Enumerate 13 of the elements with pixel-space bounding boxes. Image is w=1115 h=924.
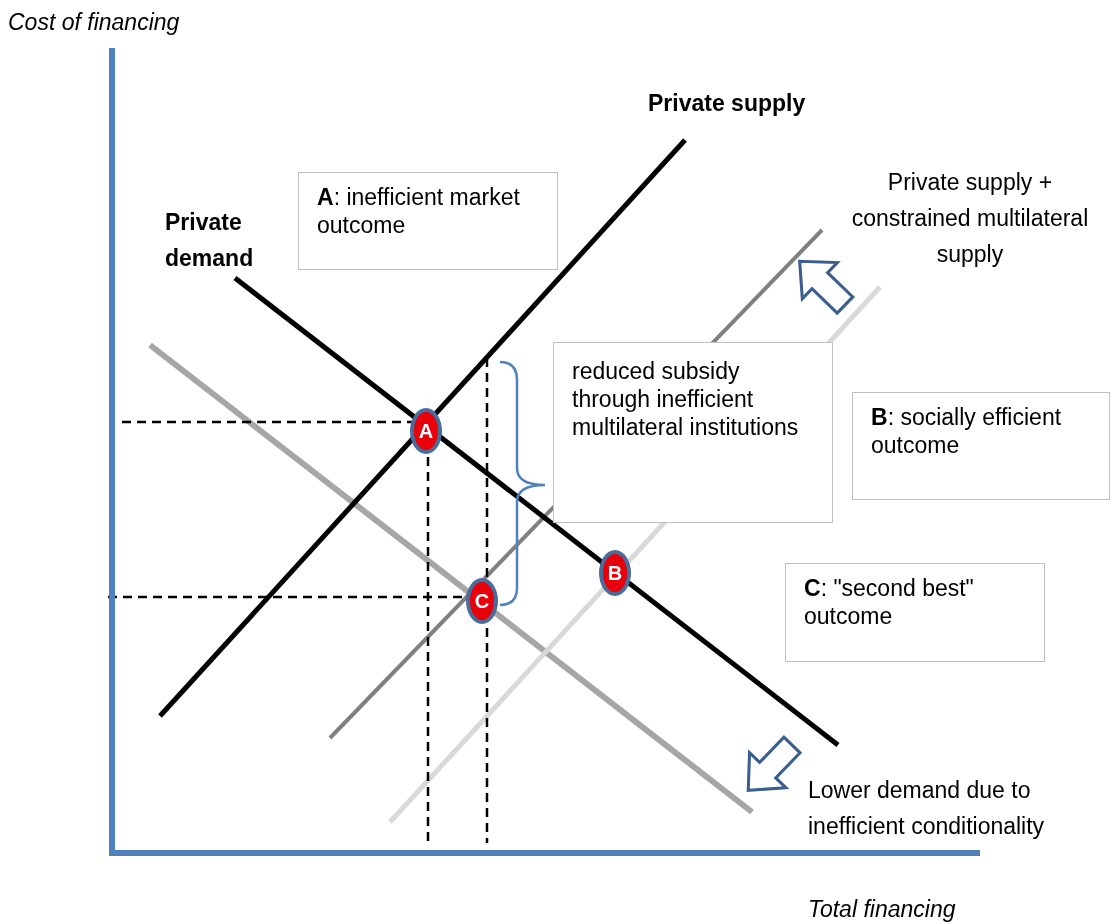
curve-label: Private supply — [648, 89, 807, 118]
text-box: A: inefficient market outcome — [298, 172, 558, 270]
text-box: C: "second best" outcome — [785, 563, 1045, 662]
curve-label: Private supply + constrained multilateral supply — [850, 168, 1090, 269]
text-box: B: socially efficient outcome — [852, 392, 1110, 500]
axis-title: Cost of financing — [8, 8, 181, 37]
text-box: reduced subsidy through inefficient multilateral institutions — [553, 342, 833, 523]
curve-label: Private demand — [165, 208, 255, 273]
point-marker: C — [466, 578, 498, 624]
point-marker: B — [599, 550, 631, 596]
point-marker: A — [410, 408, 442, 454]
curve-label: Lower demand due to inefficient conditionality — [808, 776, 1046, 841]
axis-title: Total financing — [808, 895, 957, 924]
